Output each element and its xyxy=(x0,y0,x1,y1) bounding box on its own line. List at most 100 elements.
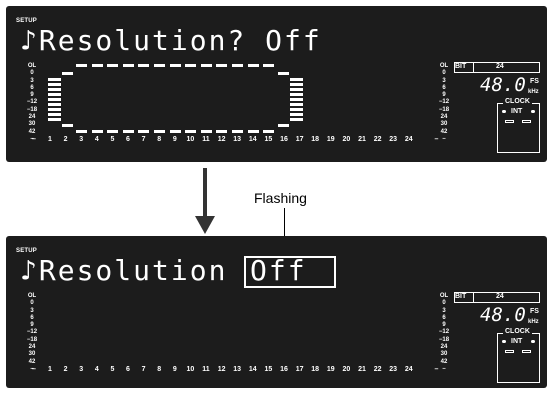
clock-label: CLOCK xyxy=(503,98,532,105)
meter-scale-tick: −12 xyxy=(26,99,38,106)
meter-segment xyxy=(122,130,134,133)
display-message: ♪Resolution? Off xyxy=(20,24,322,57)
meter-scale-tick: – xyxy=(30,365,34,372)
meter-scale-tick: – xyxy=(442,135,446,142)
channel-number: 12 xyxy=(217,366,226,373)
channel-number: 13 xyxy=(233,136,242,143)
meter-segment xyxy=(62,124,73,127)
channel-number: 23 xyxy=(389,136,398,143)
meter-scale-tick: 30 xyxy=(440,351,448,358)
channel-number: 18 xyxy=(311,136,320,143)
channel-number: 20 xyxy=(342,136,351,143)
meter-segment xyxy=(48,93,61,96)
channel-number: 9 xyxy=(172,366,177,373)
setup-tag: SETUP xyxy=(16,248,38,254)
meter-segment xyxy=(48,88,61,91)
meter-scale-tick: – xyxy=(30,135,34,142)
channel-number: 15 xyxy=(264,366,273,373)
channel-number: 16 xyxy=(280,136,288,143)
bit-label: BIT xyxy=(455,63,467,70)
meter-scale-tick: −12 xyxy=(438,99,450,106)
meter-segment xyxy=(290,118,303,121)
clock-indicator-right xyxy=(531,110,535,113)
channel-number: 6 xyxy=(126,366,130,373)
channel-number: 5 xyxy=(110,366,115,373)
meter-segment xyxy=(48,103,61,106)
channel-number: 8 xyxy=(157,136,162,143)
clock-label: CLOCK xyxy=(503,328,532,335)
clock-indicator-left xyxy=(502,110,506,113)
channel-number: 11 xyxy=(202,366,210,373)
bit-value: 24 xyxy=(496,293,504,300)
clock-source-label: INT xyxy=(511,108,523,115)
channel-number: 17 xyxy=(295,366,304,373)
channel-dash: – xyxy=(32,136,36,143)
meter-scale-tick: 9 xyxy=(442,92,446,99)
channel-number: 7 xyxy=(141,366,146,373)
meter-segment xyxy=(232,130,243,133)
channel-number: 17 xyxy=(295,136,304,143)
setup-tag: SETUP xyxy=(16,18,38,24)
meter-segment xyxy=(48,108,61,111)
sample-rate-readout: 48.0 xyxy=(480,304,526,326)
meter-segment xyxy=(216,130,228,133)
meter-scale-tick: OL xyxy=(439,293,449,299)
meter-segment xyxy=(107,130,119,133)
meter-segment xyxy=(48,118,61,121)
meter-scale-tick: OL xyxy=(27,63,37,69)
channel-number: 16 xyxy=(280,366,288,373)
meter-segment xyxy=(62,72,73,75)
clock-slot-left xyxy=(505,120,514,123)
channel-number: 2 xyxy=(63,366,68,373)
channel-number: 10 xyxy=(186,366,195,373)
meter-scale-tick: 6 xyxy=(30,314,34,321)
bit-divider xyxy=(473,292,474,303)
meter-scale-tick: −18 xyxy=(26,336,38,343)
meter-segment xyxy=(91,130,103,133)
callout-leader-line xyxy=(284,208,285,236)
meter-segment xyxy=(278,72,289,75)
channel-number: 8 xyxy=(157,366,162,373)
channel-number: 22 xyxy=(373,136,382,143)
khz-label: kHz xyxy=(528,89,539,95)
meter-segment xyxy=(247,130,259,133)
meter-segment xyxy=(48,98,61,101)
bit-value: 24 xyxy=(496,63,504,70)
channel-number: 9 xyxy=(172,136,177,143)
meter-segment xyxy=(263,130,275,133)
channel-number: 11 xyxy=(202,136,210,143)
meter-segment xyxy=(290,113,303,116)
bit-label: BIT xyxy=(455,293,467,300)
meter-segment xyxy=(232,64,243,67)
channel-number: 13 xyxy=(233,366,242,373)
fs-label: FS xyxy=(530,78,539,85)
down-arrow-icon xyxy=(195,216,215,234)
clock-indicator-right xyxy=(531,340,535,343)
meter-scale-tick: 24 xyxy=(440,114,448,121)
channel-number: 2 xyxy=(63,136,68,143)
channel-number: 24 xyxy=(404,136,413,143)
meter-scale-tick: OL xyxy=(439,63,449,69)
channel-number: 1 xyxy=(48,136,52,143)
meter-segment xyxy=(263,64,275,67)
meter-segment xyxy=(76,130,87,133)
meter-scale-tick: −18 xyxy=(26,106,38,113)
meter-scale-tick: 9 xyxy=(30,92,34,99)
meter-segment xyxy=(290,103,303,106)
meter-segment xyxy=(290,83,303,86)
meter-segment xyxy=(169,130,181,133)
meter-scale-tick: 3 xyxy=(30,307,34,314)
channel-number: 1 xyxy=(48,366,52,373)
channel-number: 7 xyxy=(141,136,146,143)
meter-scale-tick: −12 xyxy=(26,329,38,336)
meter-segment xyxy=(48,78,61,81)
meter-segment xyxy=(48,83,61,86)
flashing-callout-label: Flashing xyxy=(254,190,307,206)
meter-scale-tick: 24 xyxy=(28,344,36,351)
meter-scale-tick: 9 xyxy=(442,322,446,329)
meter-segment xyxy=(107,64,119,67)
meter-segment xyxy=(290,88,303,91)
